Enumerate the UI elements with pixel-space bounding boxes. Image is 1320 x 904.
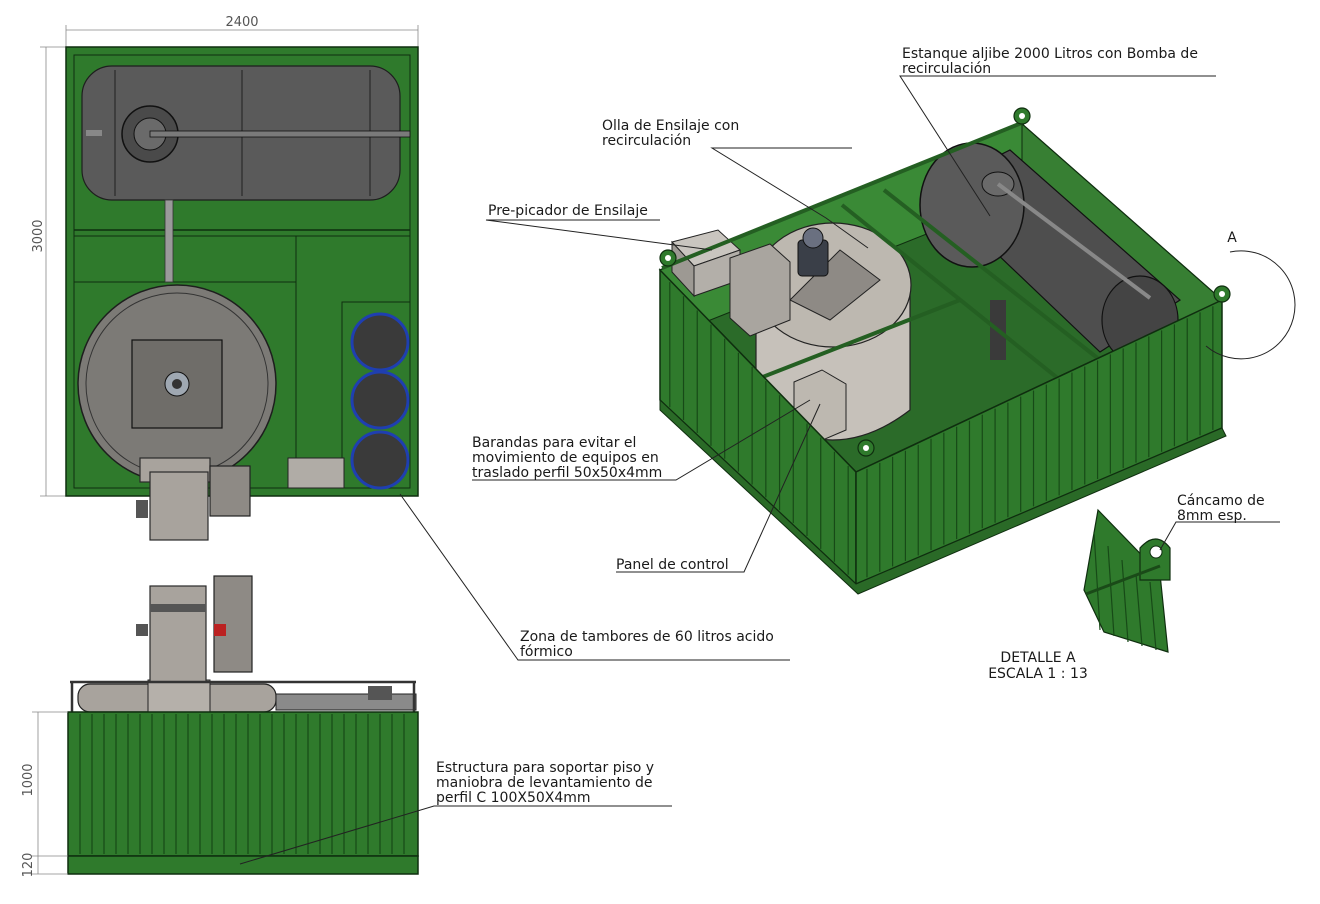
isometric-view: A — [658, 107, 1296, 595]
pipe — [164, 199, 174, 283]
iso-prechopper — [671, 229, 791, 337]
detail-view — [1083, 508, 1171, 653]
detail-title-2: ESCALA 1 : 13 — [988, 666, 1088, 682]
detail-circle — [1205, 250, 1296, 360]
side-view: 1000 120 — [21, 575, 419, 878]
prechopper-side — [149, 585, 207, 683]
height-dimension: 3000 — [31, 219, 46, 252]
tank-label-2: recirculación — [902, 61, 991, 77]
prechopper-label: Pre-picador de Ensilaje — [488, 203, 648, 219]
structure-label-2: maniobra de levantamiento de — [436, 775, 653, 791]
pot-label-2: recirculación — [602, 133, 691, 149]
tank-label-1: Estanque aljibe 2000 Litros con Bomba de — [902, 46, 1198, 62]
panel-label: Panel de control — [616, 557, 729, 573]
control-panel-top-view — [287, 457, 345, 489]
detail-eyebolt — [1139, 538, 1171, 581]
width-dimension: 2400 — [225, 15, 258, 30]
detail-marker: A — [1227, 230, 1237, 246]
rails-label-3: traslado perfil 50x50x4mm — [472, 465, 662, 481]
side-ridges — [79, 714, 405, 854]
eyebolt-label-2: 8mm esp. — [1177, 508, 1247, 524]
pot-top-view — [77, 284, 277, 484]
side-base-frame — [67, 855, 419, 875]
prechopper-top-view — [136, 457, 251, 541]
drums-label-2: fórmico — [520, 644, 573, 660]
structure-label-1: Estructura para soportar piso y — [436, 760, 654, 776]
iso-rail — [661, 120, 1025, 270]
top-view: 2400 3000 — [31, 15, 419, 541]
structure-label-3: perfil C 100X50X4mm — [436, 790, 591, 806]
tank-side — [275, 693, 417, 711]
rails-label-2: movimiento de equipos en — [472, 450, 659, 466]
drum-zone-top-view — [350, 312, 410, 490]
side-corrugated-panel — [67, 711, 419, 857]
iso-tank — [919, 142, 1181, 365]
rails-label-1: Barandas para evitar el — [472, 435, 636, 451]
eyebolt-label-1: Cáncamo de — [1177, 493, 1265, 509]
tank-top-view — [81, 65, 411, 201]
drums-label-1: Zona de tambores de 60 litros acido — [520, 629, 774, 645]
base-height-dimension: 120 — [21, 853, 36, 878]
side-height-dimension: 1000 — [21, 763, 36, 796]
pot-label-1: Olla de Ensilaje con — [602, 118, 739, 134]
detail-title-1: DETALLE A — [1000, 650, 1076, 666]
